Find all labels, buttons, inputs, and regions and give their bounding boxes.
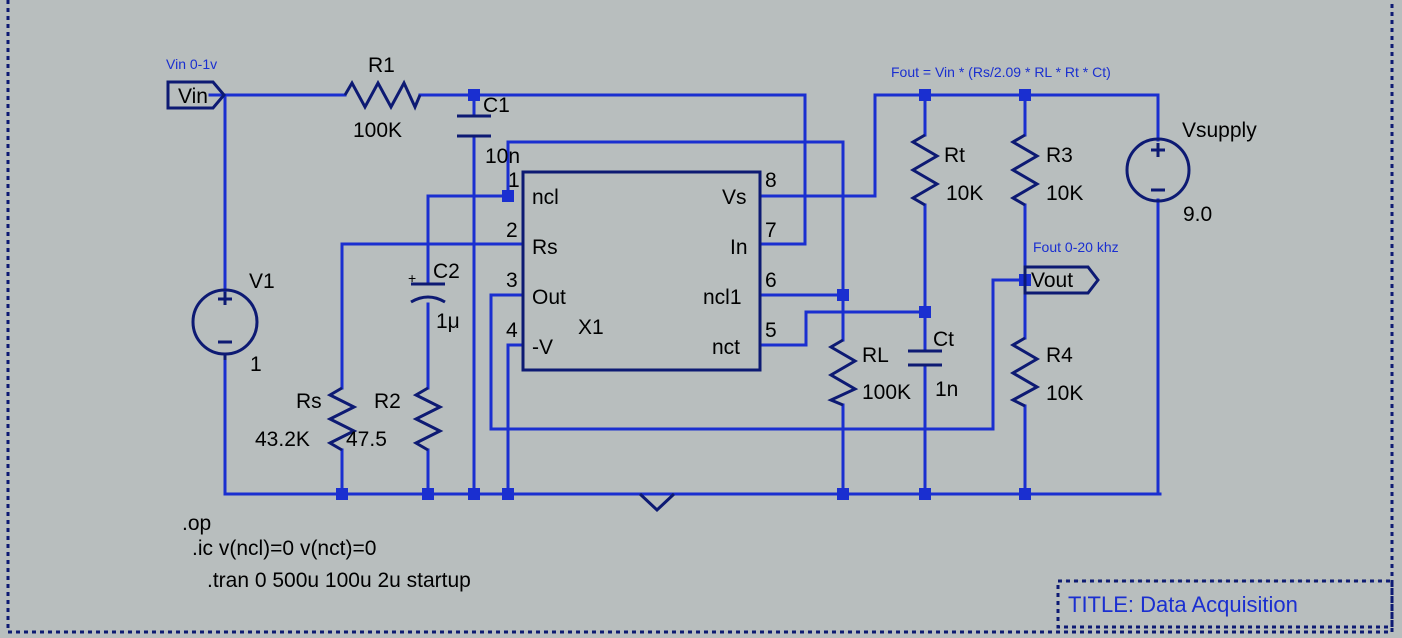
wires — [208, 93, 1162, 496]
ct-value: 1n — [935, 378, 958, 401]
rs-resistor[interactable] — [326, 386, 358, 452]
r3-name: R3 — [1046, 144, 1073, 167]
pin-8-name: Vs — [722, 186, 747, 209]
directive-ic[interactable]: .ic v(ncl)=0 v(nct)=0 — [192, 537, 376, 560]
vout-port-label: Vout — [1031, 269, 1073, 292]
pin-1-name: ncl — [532, 186, 559, 209]
pin-5-number: 5 — [765, 319, 777, 342]
r2-name: R2 — [374, 390, 401, 413]
vout-port-flag[interactable] — [1023, 265, 1100, 295]
r3-resistor[interactable] — [1010, 133, 1040, 207]
r4-value: 10K — [1046, 382, 1083, 405]
pin-3-number: 3 — [506, 269, 518, 292]
vsupply-name: Vsupply — [1182, 119, 1257, 142]
pin-5-name: nct — [712, 336, 740, 359]
pin-2-name: Rs — [532, 236, 558, 259]
rl-value: 100K — [862, 381, 911, 404]
pin-6-name: ncl1 — [703, 286, 742, 309]
pin-1-number: 1 — [508, 169, 520, 192]
x1-ic-body[interactable] — [521, 170, 762, 372]
sheet-border — [6, 0, 1394, 634]
rl-resistor[interactable] — [827, 338, 859, 407]
r4-name: R4 — [1046, 344, 1073, 367]
r2-resistor[interactable] — [412, 386, 444, 452]
rt-name: Rt — [944, 144, 965, 167]
pin-4-name: -V — [532, 336, 553, 359]
pin-7-name: In — [730, 236, 748, 259]
r1-resistor[interactable] — [343, 79, 422, 111]
vin-port-flag[interactable] — [166, 80, 226, 110]
ct-name: Ct — [933, 328, 954, 351]
v1-value: 1 — [250, 353, 262, 376]
vin-port-label: Vin — [178, 85, 208, 108]
rs-value: 43.2K — [255, 428, 310, 451]
vout-note: Fout 0-20 khz — [1033, 239, 1119, 255]
c1-name: C1 — [483, 94, 510, 117]
directive-tran[interactable]: .tran 0 500u 100u 2u startup — [207, 569, 471, 592]
ct-capacitor[interactable] — [908, 349, 942, 367]
rl-name: RL — [862, 344, 889, 367]
directive-op[interactable]: .op — [182, 512, 211, 535]
r4-resistor[interactable] — [1009, 336, 1041, 408]
pin-2-number: 2 — [506, 219, 518, 242]
c2-name: C2 — [433, 260, 460, 283]
svg-text:+: + — [408, 270, 416, 286]
vsupply-voltage-source[interactable] — [1125, 137, 1191, 203]
pin-8-number: 8 — [765, 169, 777, 192]
rs-name: Rs — [296, 390, 322, 413]
c2-value: 1μ — [436, 310, 460, 333]
c2-capacitor[interactable]: + — [408, 270, 446, 304]
c1-capacitor[interactable] — [457, 114, 491, 138]
v1-name: V1 — [249, 270, 275, 293]
pin-6-number: 6 — [765, 269, 777, 292]
x1-name: X1 — [578, 316, 604, 339]
r1-name: R1 — [368, 54, 395, 77]
vin-note: Vin 0-1v — [166, 56, 217, 72]
title-block-text: TITLE: Data Acquisition — [1068, 592, 1298, 617]
rt-value: 10K — [946, 182, 983, 205]
formula-note: Fout = Vin * (Rs/2.09 * RL * Rt * Ct) — [891, 64, 1111, 80]
r1-value: 100K — [353, 119, 402, 142]
r3-value: 10K — [1046, 182, 1083, 205]
v1-voltage-source[interactable] — [191, 288, 259, 360]
ground-symbol[interactable] — [638, 492, 676, 513]
vsupply-value: 9.0 — [1183, 203, 1212, 226]
junctions — [336, 89, 1031, 500]
pin-4-number: 4 — [506, 319, 518, 342]
pin-3-name: Out — [532, 286, 566, 309]
title-block-frame — [1056, 579, 1394, 629]
pin-7-number: 7 — [765, 219, 777, 242]
r2-value: 47.5 — [346, 428, 387, 451]
c1-value: 10n — [485, 145, 520, 168]
rt-resistor[interactable] — [910, 133, 940, 207]
